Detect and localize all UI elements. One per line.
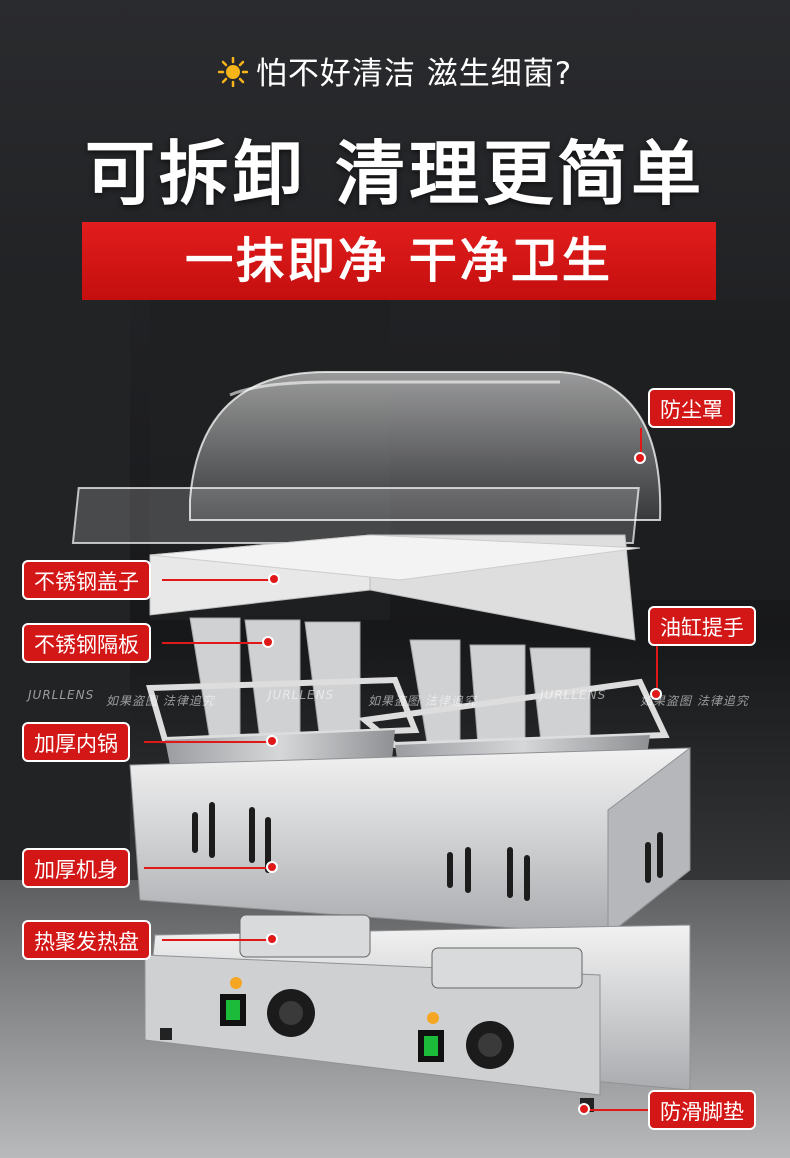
watermark-text: 如果盗图 法律追究 [106, 694, 215, 708]
leader-line [162, 579, 270, 581]
watermark-text: 如果盗图 法律追究 [640, 694, 749, 708]
callout-dot [266, 861, 278, 873]
page-title: 可拆卸 清理更简单 [84, 133, 706, 215]
leader-line [588, 1109, 648, 1111]
leader-line [144, 741, 268, 743]
leader-line [162, 642, 264, 644]
label-body: 加厚机身 [22, 848, 130, 888]
leader-line [144, 867, 268, 869]
label-foot-pad: 防滑脚垫 [648, 1090, 756, 1130]
red-banner: 一抹即净 干净卫生 [82, 222, 716, 300]
callout-dot [266, 933, 278, 945]
label-steel-lid: 不锈钢盖子 [22, 560, 151, 600]
sun-icon [217, 56, 249, 95]
label-steel-divider: 不锈钢隔板 [22, 623, 151, 663]
label-inner-pot: 加厚内锅 [22, 722, 130, 762]
callout-dot [262, 636, 274, 648]
watermark-brand: JURLLENS [540, 688, 607, 702]
tagline-text: 怕不好清洁 滋生细菌? [255, 56, 573, 92]
leader-line [656, 646, 658, 688]
leader-line [640, 428, 642, 458]
callout-dot [266, 735, 278, 747]
callout-dot [650, 688, 662, 700]
watermark-brand: JURLLENS [28, 688, 95, 702]
label-handle: 油缸提手 [648, 606, 756, 646]
watermark-brand: JURLLENS [268, 688, 335, 702]
tagline: 怕不好清洁 滋生细菌? [0, 48, 790, 95]
callout-dot [578, 1103, 590, 1115]
label-dust-cover: 防尘罩 [648, 388, 735, 428]
label-heating-plate: 热聚发热盘 [22, 920, 151, 960]
callout-dot [268, 573, 280, 585]
callout-dot [634, 452, 646, 464]
watermark-text: 如果盗图 法律追究 [368, 694, 477, 708]
leader-line [162, 939, 268, 941]
